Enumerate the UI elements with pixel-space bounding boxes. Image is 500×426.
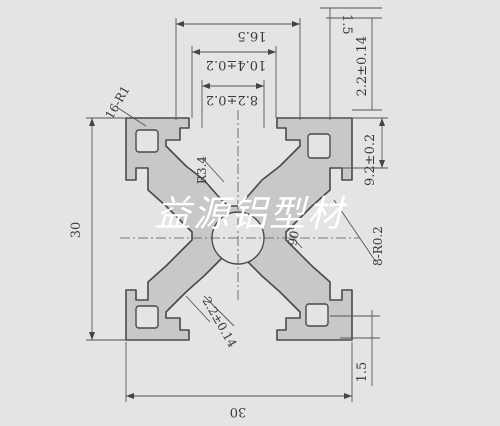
brand-watermark: 益源铝型材 <box>155 194 348 235</box>
dim-slot-width: 10.4±0.2 <box>206 57 267 72</box>
dim-angle: 90° <box>285 224 302 247</box>
dim-right-middle: 9.2±0.2 <box>363 134 378 186</box>
dim-overall-height: 30 <box>69 222 84 239</box>
centerlines <box>120 110 360 300</box>
dim-right-top: 1.5 <box>339 14 354 35</box>
arrowheads <box>89 21 385 399</box>
dim-right-upper: 2.2±0.14 <box>355 36 370 97</box>
dim-right-bottom: 1.5 <box>355 362 370 383</box>
dim-radius-center: R3.4 <box>195 156 209 184</box>
dimension-lines <box>86 7 388 402</box>
dim-radius-small: 8-R0.2 <box>371 226 385 266</box>
dim-overall-width: 30 <box>230 404 247 419</box>
dim-slot-opening: 8.2±0.2 <box>206 92 258 107</box>
dim-top-outer: 16.5 <box>238 28 267 43</box>
